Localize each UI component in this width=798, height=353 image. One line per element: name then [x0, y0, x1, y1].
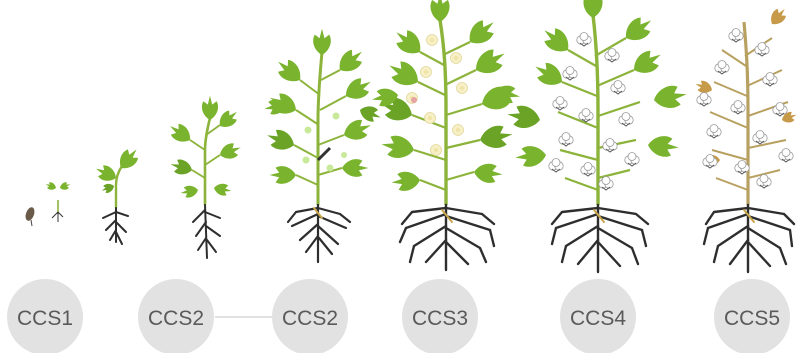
stage-label: CCS1	[17, 307, 73, 330]
root-system	[704, 205, 794, 272]
stage-ccs5: CCS5	[714, 279, 790, 353]
plant-open-bolls	[506, 0, 689, 272]
plant-flowering-small	[166, 96, 244, 258]
root-system	[400, 205, 494, 270]
seed-icon	[24, 206, 36, 222]
root-system	[193, 205, 220, 258]
plant-flowering-medium	[263, 29, 383, 262]
stage-ccs2-late: CCS2	[272, 279, 348, 353]
stage-label: CCS5	[724, 307, 780, 330]
stage-ccs1: CCS1	[7, 279, 83, 353]
stage-label: CCS3	[412, 307, 468, 330]
plant-defoliated-bolls	[693, 5, 798, 272]
root-system	[103, 208, 128, 244]
root-system	[552, 205, 648, 272]
stage-label: CCS2	[148, 307, 204, 330]
plant-flowering-large	[370, 0, 521, 270]
stage-ccs4: CCS4	[560, 279, 636, 353]
sprout-icon	[44, 181, 71, 222]
plant-seedling	[93, 144, 143, 244]
stage-ccs2-early: CCS2	[138, 279, 214, 353]
stage-label: CCS4	[570, 307, 626, 330]
stage-ccs3: CCS3	[402, 279, 478, 353]
root-system	[288, 205, 350, 262]
stage-label: CCS2	[282, 307, 338, 330]
plant-seed-and-sprout	[24, 181, 72, 226]
